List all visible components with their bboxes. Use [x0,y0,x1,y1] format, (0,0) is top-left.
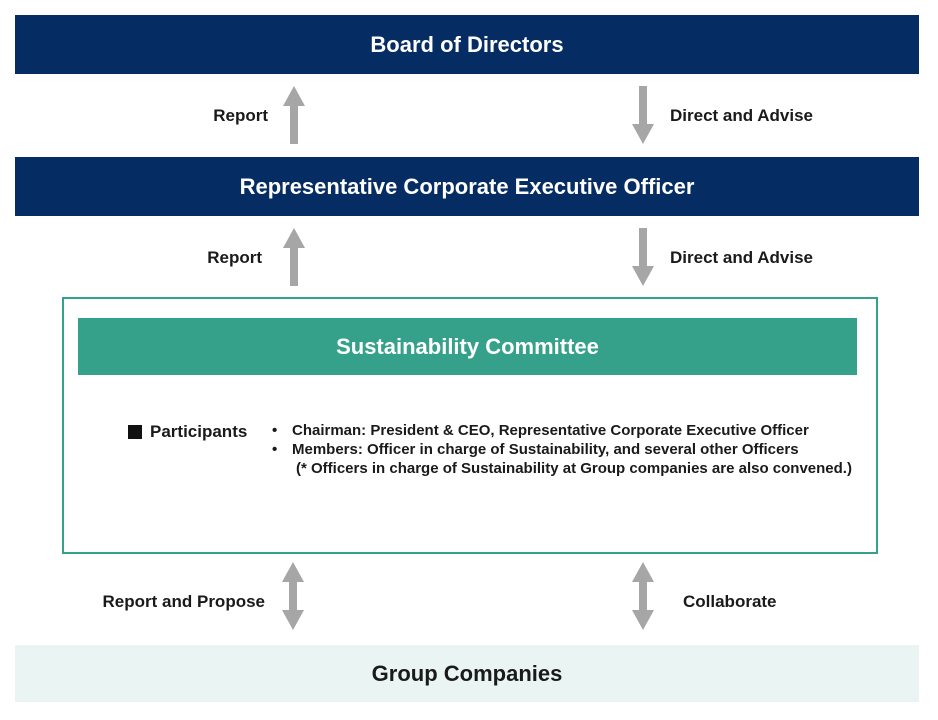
down-arrow-icon-2 [632,228,654,286]
up-arrow-icon-1 [283,86,305,144]
board-of-directors-box: Board of Directors [15,15,919,74]
group-companies-box: Group Companies [15,645,919,702]
down-arrow-icon-1 [632,86,654,144]
members-text: Members: Officer in charge of Sustainabi… [292,441,799,458]
bullet-icon: • [272,422,278,439]
sustainability-committee-label: Sustainability Committee [336,333,599,359]
bullet-icon: • [272,441,278,458]
chairman-text: Chairman: President & CEO, Representativ… [292,422,809,439]
report-label-2: Report [207,248,262,267]
up-arrow-icon-2 [283,228,305,286]
report-label-1: Report [213,106,268,125]
participants-list: • Chairman: President & CEO, Representat… [272,421,852,478]
group-companies-label: Group Companies [371,660,563,686]
double-arrow-icon-right [632,562,654,630]
list-item: • Chairman: President & CEO, Representat… [272,421,852,440]
participants-title: Participants [150,422,248,441]
direct-and-advise-label-2: Direct and Advise [670,248,813,267]
representative-ceo-label: Representative Corporate Executive Offic… [239,173,695,199]
participants-heading: Participants [128,422,247,442]
sustainability-committee-box: Sustainability Committee [78,318,857,375]
collaborate-label: Collaborate [683,592,777,611]
square-bullet-icon [128,425,142,439]
participants-note: (* Officers in charge of Sustainability … [296,460,852,477]
representative-ceo-box: Representative Corporate Executive Offic… [15,157,919,216]
list-item: • Members: Officer in charge of Sustaina… [272,440,852,459]
board-of-directors-label: Board of Directors [370,31,564,57]
report-and-propose-label: Report and Propose [102,592,265,611]
double-arrow-icon-left [282,562,304,630]
direct-and-advise-label-1: Direct and Advise [670,106,813,125]
